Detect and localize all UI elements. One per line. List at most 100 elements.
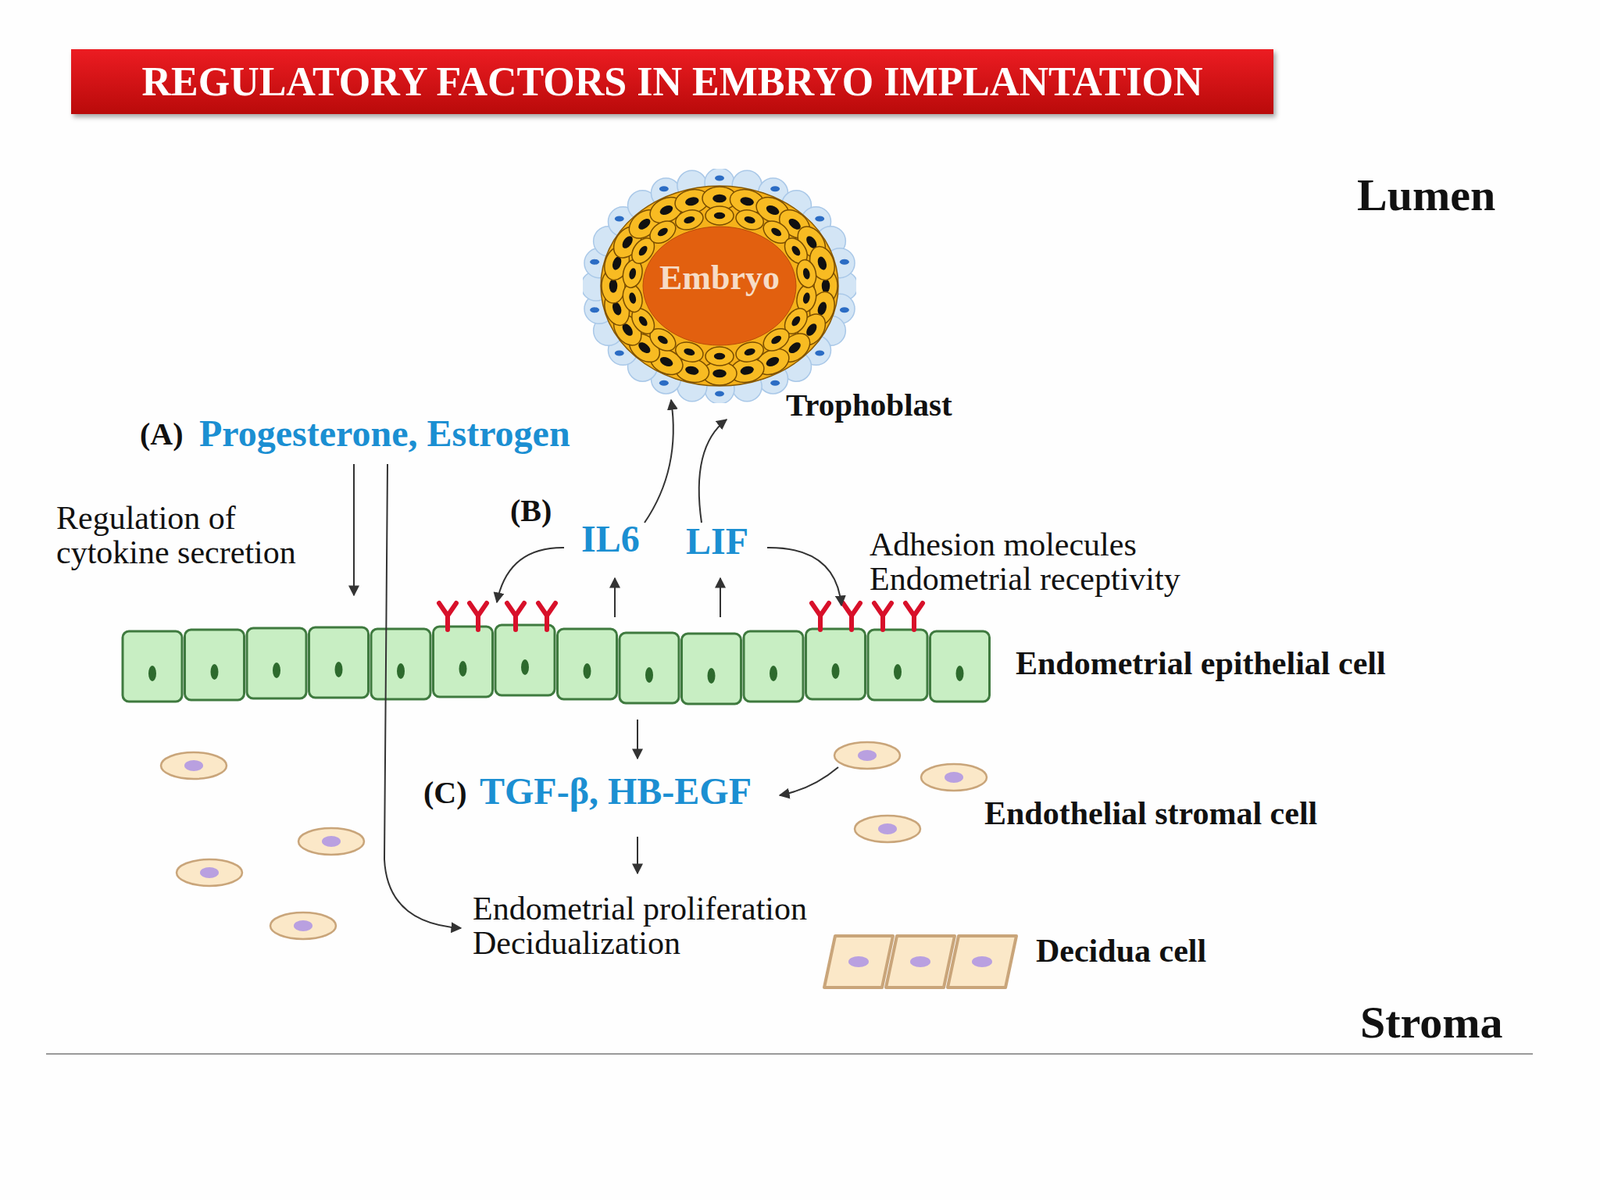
stromal-cell <box>270 912 336 940</box>
epithelial-cell <box>185 629 245 700</box>
node-label: Embryo <box>659 260 780 296</box>
halo-nucleus <box>714 175 725 182</box>
decidua-cell <box>885 935 955 988</box>
cell-nucleus <box>684 196 700 208</box>
cell-nucleus <box>656 333 670 346</box>
trophoblast-ring <box>600 185 840 386</box>
signal-arrow <box>644 400 674 523</box>
cell-nucleus <box>821 278 831 293</box>
hormone-arrow <box>353 464 355 596</box>
cell-nucleus <box>848 956 869 968</box>
stromal-arrow <box>779 767 839 796</box>
receptor-symbol <box>469 603 487 630</box>
note-text: Regulation of cytokine secretion <box>56 500 322 570</box>
structure-label: Trophoblast <box>785 389 953 422</box>
cell-label: Endometrial epithelial cell <box>1015 646 1386 680</box>
cell-nucleus <box>743 347 757 358</box>
cell-nucleus <box>971 956 993 968</box>
receptor-arrow <box>767 547 842 606</box>
halo-nucleus <box>659 185 669 192</box>
cell-nucleus <box>769 333 783 346</box>
divider-line <box>46 1053 1533 1055</box>
cell-nucleus <box>786 340 803 356</box>
embryo-core <box>642 226 797 346</box>
cell-nucleus <box>789 314 802 329</box>
panel-letter: (C) <box>423 777 468 809</box>
halo-nucleus <box>614 215 625 222</box>
decidua-cells <box>824 935 1017 988</box>
secretion-arrow <box>719 578 722 618</box>
stromal-cell <box>176 859 243 886</box>
halo-nucleus <box>839 259 850 265</box>
cell-nucleus <box>956 665 965 682</box>
halo-nucleus <box>814 215 825 222</box>
epithelial-cell <box>495 625 555 696</box>
cell-nucleus <box>321 835 341 847</box>
cell-nucleus <box>637 314 650 329</box>
epithelial-cell <box>930 631 990 702</box>
receptor-symbol <box>842 603 861 630</box>
cell-nucleus <box>802 292 811 305</box>
cell-nucleus <box>857 750 877 761</box>
epithelium <box>122 625 990 704</box>
cell-nucleus <box>832 663 840 679</box>
signal-arrow <box>699 419 727 523</box>
cell-nucleus <box>712 194 727 204</box>
halo-nucleus <box>614 350 625 357</box>
cell-nucleus <box>628 267 637 280</box>
cell-nucleus <box>743 214 757 225</box>
cell-nucleus <box>789 244 802 258</box>
cell-nucleus <box>293 920 313 932</box>
epithelial-cell <box>806 628 866 700</box>
arrow-layer <box>353 400 842 929</box>
region-label: Stroma <box>1360 1000 1504 1046</box>
receptor-symbol <box>874 603 892 630</box>
cell-label: Decidua cell <box>1035 934 1207 968</box>
cell-body <box>705 346 734 366</box>
cell-nucleus <box>637 244 650 258</box>
cell-nucleus <box>684 364 700 376</box>
decidua-cell <box>824 935 893 988</box>
growth-factor-label: TGF-β, HB-EGF <box>479 772 752 811</box>
trophoblast-cell <box>705 206 734 225</box>
halo-nucleus <box>714 391 725 397</box>
cell-nucleus <box>707 667 716 684</box>
secretion-arrow <box>614 578 616 618</box>
cell-nucleus <box>944 771 964 783</box>
cell-nucleus <box>658 203 675 217</box>
panel-letter: (B) <box>510 495 552 527</box>
trophoblast-ring <box>620 206 819 366</box>
receptor-symbol <box>439 603 457 630</box>
cell-nucleus <box>459 660 468 677</box>
cell-nucleus <box>609 278 618 293</box>
receptor-group <box>439 603 923 630</box>
halo-nucleus <box>659 380 669 386</box>
cytokine-label: LIF <box>685 522 749 561</box>
cell-label: Endothelial stromal cell <box>984 796 1318 830</box>
halo-nucleus <box>589 259 600 265</box>
cytokine-label: IL6 <box>581 520 640 558</box>
decidua-cell <box>947 935 1017 988</box>
receptor-symbol <box>507 603 525 630</box>
cell-nucleus <box>184 760 204 772</box>
cell-nucleus <box>714 212 725 219</box>
cell-nucleus <box>636 216 653 232</box>
stromal-cell <box>298 828 365 855</box>
cell-body <box>794 257 819 290</box>
cell-nucleus <box>712 369 727 379</box>
stromal-cell <box>834 742 900 769</box>
cell-nucleus <box>200 867 219 879</box>
epithelial-cell <box>246 628 307 699</box>
halo-nucleus <box>770 185 780 192</box>
cell-nucleus <box>583 663 592 679</box>
hormone-label: Progesterone, Estrogen <box>199 414 571 453</box>
epithelial-cell <box>682 633 742 704</box>
epithelial-cell <box>371 628 431 700</box>
cell-nucleus <box>893 664 902 680</box>
cell-nucleus <box>739 196 754 208</box>
epithelial-cell <box>557 628 618 700</box>
trophoblast-cell <box>794 257 819 290</box>
cell-nucleus <box>682 214 696 225</box>
note-text: Endometrial proliferation Decidualizatio… <box>472 891 833 961</box>
cell-nucleus <box>764 203 781 217</box>
